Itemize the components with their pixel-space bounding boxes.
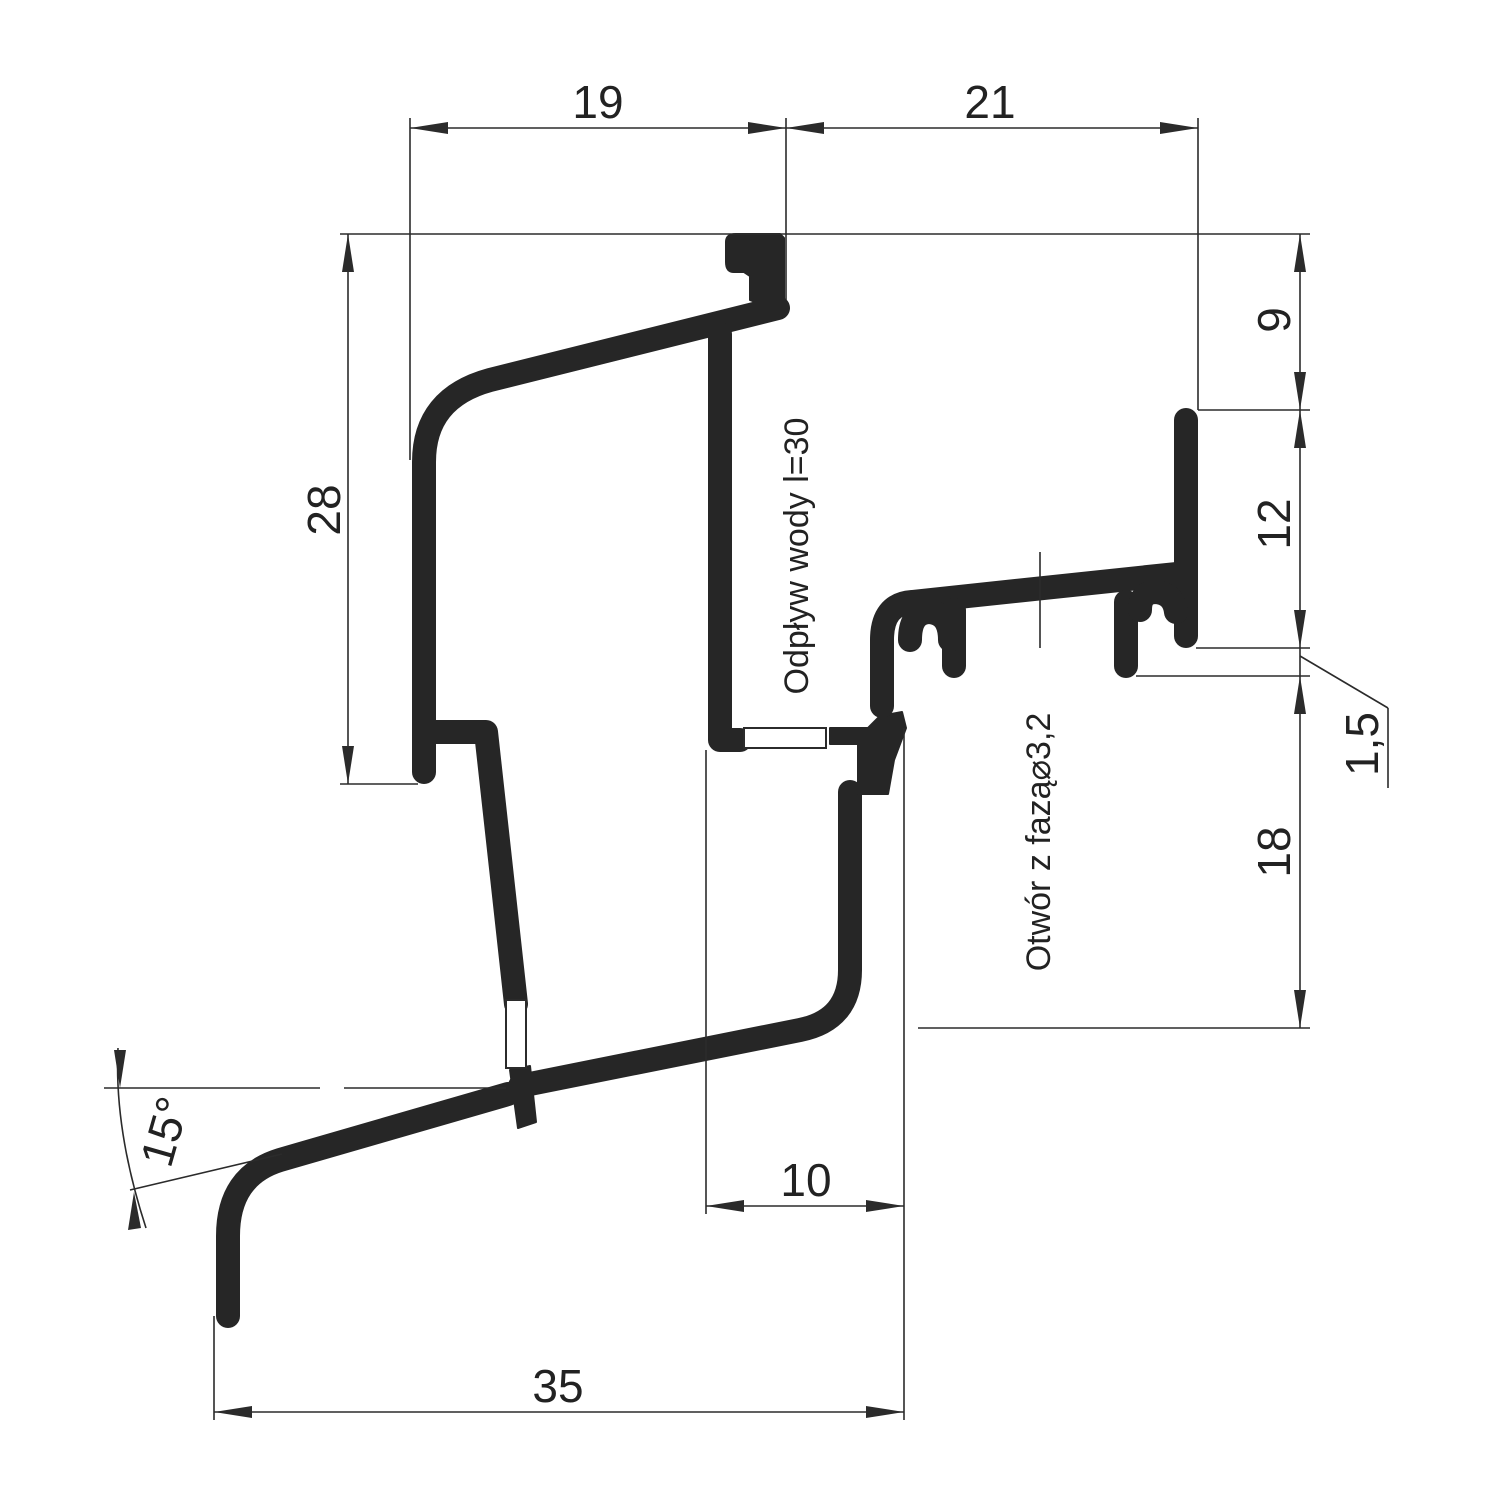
label-18: 18 xyxy=(1248,826,1300,877)
label-21: 21 xyxy=(964,76,1015,128)
label-10: 10 xyxy=(780,1154,831,1206)
drain-gap-vertical xyxy=(505,999,527,1069)
note-hole-diameter: 3,2 xyxy=(1020,713,1058,760)
aluminium-profile xyxy=(216,233,1198,1328)
diameter-symbol: ⌀ xyxy=(1020,760,1058,780)
label-9: 9 xyxy=(1248,307,1300,333)
right-upper-body xyxy=(870,562,1188,718)
drain-gap-horizontal xyxy=(743,727,827,749)
note-hole: Otwór z fazą⌀3,2 xyxy=(1020,713,1058,972)
label-15-deg: 15° xyxy=(130,1091,199,1172)
right-round-channel-1 xyxy=(898,600,962,652)
lower-drip-edge xyxy=(216,1082,520,1328)
chamber-wall xyxy=(708,322,752,752)
label-35: 35 xyxy=(532,1360,583,1412)
central-wall xyxy=(508,780,862,1098)
note-hole-text: Otwór z fazą xyxy=(1020,780,1058,971)
label-28: 28 xyxy=(298,484,350,535)
label-19: 19 xyxy=(572,76,623,128)
central-clip xyxy=(829,711,907,795)
label-12: 12 xyxy=(1248,498,1300,549)
dimension-labels: 19 21 28 9 12 1,5 18 10 35 15° Odpływ wo… xyxy=(130,76,1388,1412)
note-drain: Odpływ wody l=30 xyxy=(778,418,816,695)
dimension-lines xyxy=(104,118,1389,1420)
label-1-5: 1,5 xyxy=(1336,712,1388,776)
left-stub xyxy=(412,720,528,1016)
upper-slope-wall xyxy=(412,296,790,784)
right-round-channel-2 xyxy=(1128,580,1188,624)
